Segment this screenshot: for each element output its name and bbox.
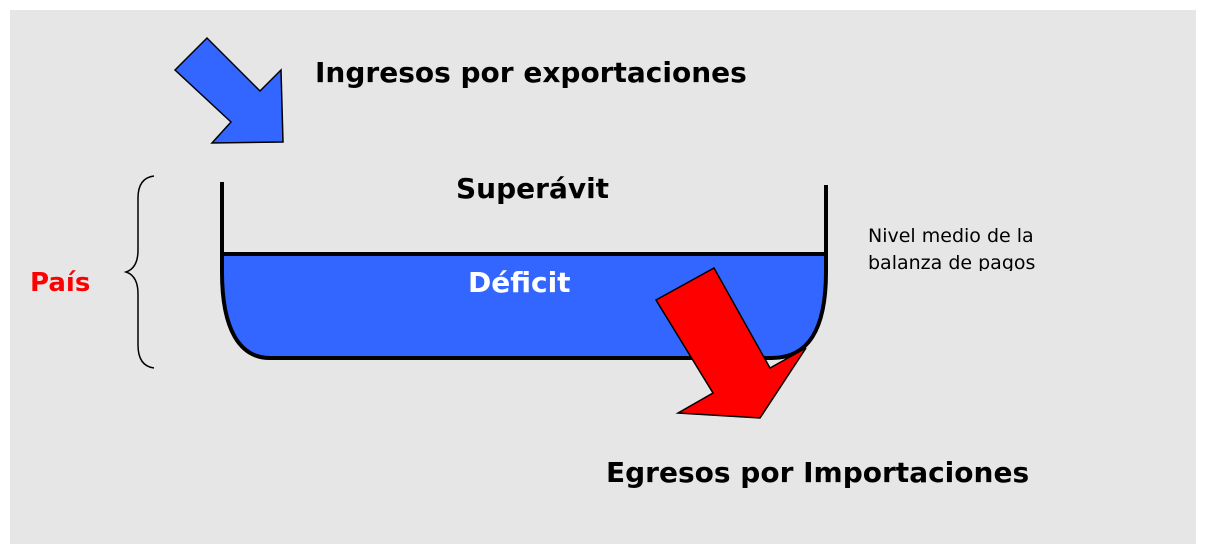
brace-icon xyxy=(123,175,155,369)
imports-expense-label: Egresos por Importaciones xyxy=(606,456,1030,489)
country-label: País xyxy=(30,268,91,298)
deficit-label: Déficit xyxy=(468,266,571,299)
exports-income-label: Ingresos por exportaciones xyxy=(315,56,747,89)
export-arrow-icon xyxy=(173,36,284,144)
import-arrow-icon xyxy=(654,266,807,419)
tank-outline xyxy=(220,182,828,360)
surplus-label: Superávit xyxy=(456,172,610,205)
average-level-label: Nivel medio de la balanza de pagos xyxy=(868,225,1036,271)
